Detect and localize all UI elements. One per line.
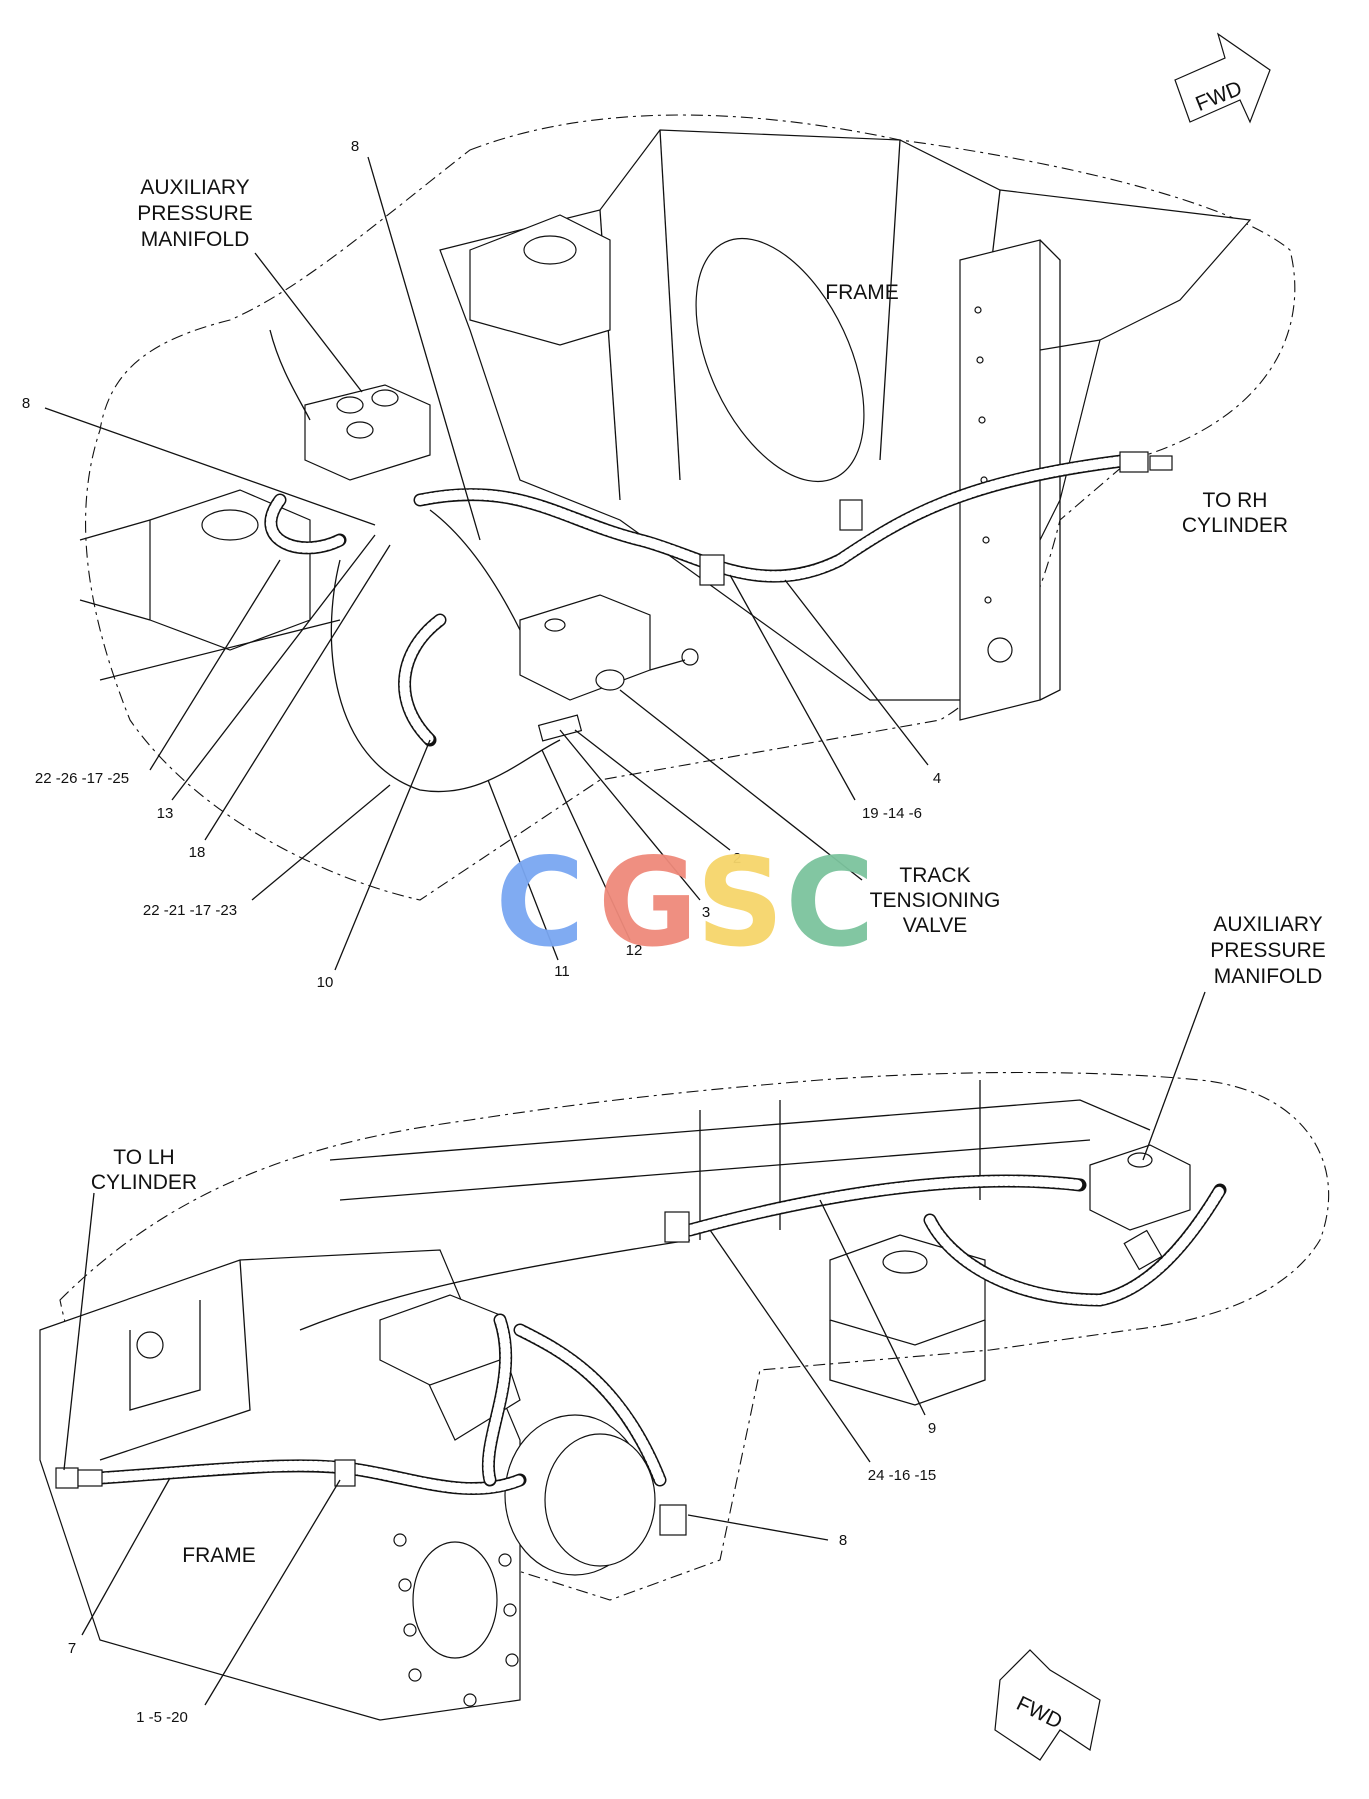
bottom-aux-manifold-label-2: PRESSURE: [1210, 939, 1326, 962]
bottom-aux-manifold-label-3: MANIFOLD: [1214, 965, 1323, 988]
top-fittings: [537, 451, 1173, 742]
bottom-frame-label: FRAME: [182, 1544, 256, 1567]
track-valve-label-1: TRACK: [899, 864, 970, 887]
watermark-letter-3: S: [696, 832, 784, 974]
top-aux-manifold-body: [304, 384, 431, 481]
top-frame-label: FRAME: [825, 281, 899, 304]
callout-8-left: 8: [22, 395, 30, 412]
callout-4: 4: [933, 770, 941, 787]
top-callouts: 8 8 22 -26 -17 -25 13 18 22 -21 -17 -23 …: [22, 138, 941, 991]
frame-structure: [79, 129, 1252, 721]
callout-1-5-20: 1 -5 -20: [136, 1709, 188, 1726]
bottom-fwd-arrow: FWD: [994, 1649, 1101, 1761]
bottom-hoses: [93, 1174, 1227, 1496]
bottom-frame-bolt-holes: [393, 1533, 519, 1707]
bottom-aux-manifold-body: [1089, 1144, 1191, 1231]
callout-12: 12: [626, 942, 643, 959]
top-view: FWD AUXILIARY PRESSURE MANIFOLD FRAME TO…: [22, 32, 1296, 991]
callout-10: 10: [317, 974, 334, 991]
top-rh-cylinder-label-2: CYLINDER: [1182, 514, 1288, 537]
top-fwd-arrow: FWD: [1174, 32, 1271, 124]
watermark-letter-4: C: [785, 832, 875, 974]
lh-cylinder-label-2: CYLINDER: [91, 1171, 197, 1194]
callout-8-upper: 8: [351, 138, 359, 155]
callout-22-21-17-23: 22 -21 -17 -23: [143, 902, 237, 919]
callout-18: 18: [189, 844, 206, 861]
top-rh-cylinder-label-1: TO RH: [1203, 489, 1268, 512]
callout-8-bottom: 8: [839, 1532, 847, 1549]
cgsc-watermark: C G S C: [495, 832, 875, 974]
callout-24-16-15: 24 -16 -15: [868, 1467, 936, 1484]
bottom-aux-manifold-label-1: AUXILIARY: [1213, 913, 1322, 936]
track-tensioning-valve-body: [519, 594, 699, 701]
callout-19-14-6: 19 -14 -6: [862, 805, 922, 822]
callout-7: 7: [68, 1640, 76, 1657]
top-aux-manifold-label-1: AUXILIARY: [140, 176, 249, 199]
bottom-view: FWD AUXILIARY PRESSURE MANIFOLD TO LH CY…: [39, 913, 1330, 1761]
bottom-fittings: [55, 1211, 1163, 1536]
callout-13: 13: [157, 805, 174, 822]
callout-11: 11: [554, 963, 570, 980]
top-aux-manifold-label-2: PRESSURE: [137, 202, 253, 225]
watermark-letter-2: G: [598, 832, 698, 974]
callout-9: 9: [928, 1420, 936, 1437]
frame-bolt-holes: [974, 306, 992, 604]
bottom-callouts: 9 24 -16 -15 8 7 1 -5 -20: [68, 1199, 936, 1726]
lh-cylinder-label-1: TO LH: [113, 1146, 174, 1169]
callout-2: 2: [733, 850, 741, 867]
track-valve-label-2: TENSIONING: [870, 889, 1001, 912]
top-aux-manifold-label-3: MANIFOLD: [141, 228, 250, 251]
top-hoses: [264, 329, 1137, 793]
watermark-letter-1: C: [495, 832, 585, 974]
callout-3: 3: [702, 904, 710, 921]
callout-22-26-17-25: 22 -26 -17 -25: [35, 770, 129, 787]
track-valve-label-3: VALVE: [903, 914, 968, 937]
